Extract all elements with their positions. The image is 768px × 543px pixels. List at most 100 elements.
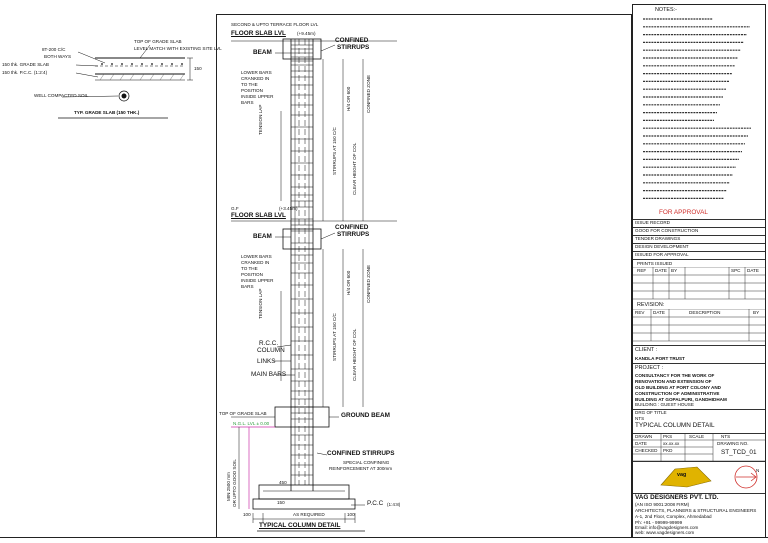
top-floor-slab-label: FLOOR SLAB LVL xyxy=(231,30,286,37)
north-arrow-icon xyxy=(734,465,758,489)
issue-record-row: TENDER DRAWINGS xyxy=(635,236,681,241)
firm-logo xyxy=(660,466,712,488)
prints-header-ref: REF xyxy=(637,268,647,273)
main-bars-label: MAIN BARS xyxy=(251,371,287,378)
lower-bars-line: CRANKED IN xyxy=(241,260,270,265)
drawing-scale-label: NTS xyxy=(635,416,645,421)
drawing-number: ST_TCD_01 xyxy=(721,449,757,456)
grade-slab-bars-label: 8T-200 C/C xyxy=(42,47,66,52)
project-line: OLD BUILDING AT PORT COLONY AND xyxy=(635,385,722,390)
meta-date-value: xx.xx.xx xyxy=(663,441,680,446)
confined-label-gf: CONFINED xyxy=(335,224,369,231)
meta-drawing-no-label: DRAWING NO. xyxy=(717,441,749,446)
firm-line-1: ARCHITECTS, PLANNERS & STRUCTURAL ENGINE… xyxy=(635,508,757,513)
project-label: PROJECT : xyxy=(635,365,664,371)
tension-lap-label-top: TENSION LAP xyxy=(258,104,263,135)
revision-header-rev: REV xyxy=(635,310,645,315)
meta-checked-label: CHECKED xyxy=(635,448,658,453)
lower-bars-line: INSIDE UPPER xyxy=(241,94,274,99)
project-building: BUILDING : GUEST HOUSE xyxy=(635,402,694,407)
grade-slab-bars-label-2: BOTH WAYS xyxy=(44,54,72,59)
as-required-label: AS REQUIRED xyxy=(293,512,325,517)
height-note-gf: H/4 OR 600 xyxy=(346,270,351,295)
pcc-mix-label: (1:4:8) xyxy=(387,502,401,507)
column-detail-title: TYPICAL COLUMN DETAIL xyxy=(259,522,341,529)
lower-bars-line: BARS xyxy=(241,100,254,105)
gf-floor-slab-label: FLOOR SLAB LVL xyxy=(231,212,286,219)
dim-150: 150 xyxy=(277,500,285,505)
clear-height-top: CLEAR HEIGHT OF COL xyxy=(352,142,357,195)
revision-header-by: BY xyxy=(753,310,760,315)
rcc-label: R.C.C. xyxy=(259,340,279,347)
title-block: NOTES:- FOR APPROVAL ISSUE RECORD GOOD F… xyxy=(632,4,766,538)
issue-record-row: ISSUED FOR APPROVAL xyxy=(635,252,689,257)
firm-logo-text: vag xyxy=(677,472,687,478)
grade-slab-pcc-label: 150 thk. P.C.C. (1:2:4) xyxy=(2,70,48,75)
firm-line-5: web: www.vagdesigners.com xyxy=(635,530,695,535)
lower-bars-line: LOWER BARS xyxy=(241,254,272,259)
firm-line-3: Ph: +91 - 99999-99999 xyxy=(635,520,683,525)
grade-slab-thickness-label: 150 thk. GRADE SLAB xyxy=(2,62,49,67)
stirrups-label-gf: STIRRUPS xyxy=(337,231,370,238)
column-detail-drawing xyxy=(231,38,397,532)
firm-line-4: Email: info@vagdesigners.com xyxy=(635,525,699,530)
confined-stirrups-bottom: CONFINED STIRRUPS xyxy=(327,450,395,457)
stirrups-spacing-top: STIRRUPS AT 150 C/C xyxy=(332,127,337,175)
notes-heading: NOTES:- xyxy=(655,7,677,13)
column-detail-panel: SECOND & UPTO TERRACE FLOOR LVL FLOOR SL… xyxy=(216,14,632,538)
prints-header-spc: SPC xyxy=(731,268,741,273)
issue-record-section: ISSUE RECORD GOOD FOR CONSTRUCTION TENDE… xyxy=(633,219,765,269)
lower-bars-line: BARS xyxy=(241,284,254,289)
beam-label-top: BEAM xyxy=(253,49,272,56)
links-label: LINKS xyxy=(257,358,276,365)
clear-height-gf: CLEAR HEIGHT OF COL xyxy=(352,328,357,381)
revision-heading: REVISION: xyxy=(637,302,665,308)
client-name: KANDLA PORT TRUST xyxy=(635,356,685,361)
lower-bars-line: TO THE xyxy=(241,82,258,87)
project-line: CONSULTANCY FOR THE WORK OF xyxy=(635,373,715,378)
issue-record-row: GOOD FOR CONSTRUCTION xyxy=(635,228,699,233)
grade-slab-title: TYP. GRADE SLAB (150 THK.) xyxy=(74,110,140,115)
confined-label-top: CONFINED xyxy=(335,37,369,44)
height-note-top: H/4 OR 600 xyxy=(346,86,351,111)
firm-line-2: A-1, 2nd Floor, Complex, Ahmedabad xyxy=(635,514,712,519)
drawing-of-label: DRG OF TITLE xyxy=(635,410,667,415)
drawing-title: TYPICAL COLUMN DETAIL xyxy=(635,422,715,429)
notes-section: NOTES:- FOR APPROVAL xyxy=(633,5,765,216)
stirrups-label-top: STIRRUPS xyxy=(337,44,370,51)
stirrups-spacing-gf: STIRRUPS AT 150 C/C xyxy=(332,313,337,361)
beam-label-gf: BEAM xyxy=(253,233,272,240)
firm-name: VAG DESIGNERS PVT. LTD. xyxy=(635,494,719,501)
min-depth-label: MIN 2500 mm xyxy=(226,472,231,501)
special-confining-label: SPECIAL CONFINING xyxy=(343,460,390,465)
firm-tagline: (AN ISO 9001:2008 FIRM) xyxy=(635,502,690,507)
gf-floor-slab-value: (+3.45m) xyxy=(279,206,298,211)
revision-grid xyxy=(633,309,765,342)
prints-header-date-2: DATE xyxy=(747,268,759,273)
top-level-label: SECOND & UPTO TERRACE FLOOR LVL xyxy=(231,22,319,27)
grade-slab-soil-label: WELL COMPACTED SOIL xyxy=(34,93,89,98)
prints-header-by: BY xyxy=(671,268,678,273)
issue-record-row: DESIGN DEVELOPMENT xyxy=(635,244,689,249)
column-label: COLUMN xyxy=(257,347,285,354)
meta-drawn-label: DRAWN xyxy=(635,434,653,439)
grade-slab-level-label: LEVEL MATCH WITH EXISTING SITE LVL xyxy=(134,46,222,51)
meta-drawn-value: PKS xyxy=(663,434,673,439)
lower-bars-line: POSITION xyxy=(241,88,263,93)
gf-label: G.F xyxy=(231,206,239,211)
north-label: N xyxy=(756,468,760,473)
reinforcement-label: REINFORCEMENT AT 300mm xyxy=(329,466,393,471)
meta-date-label: DATE xyxy=(635,441,647,446)
grade-slab-detail: TOP OF GRADE SLAB LEVEL MATCH WITH EXIST… xyxy=(0,18,222,140)
notes-text-block xyxy=(643,18,751,199)
meta-scale-label: SCALE xyxy=(689,434,705,439)
grade-slab-drawing xyxy=(58,44,193,119)
drawing-meta-grid xyxy=(633,433,765,461)
tension-lap-label-gf: TENSION LAP xyxy=(258,288,263,319)
prints-issued-label: PRINTS ISSUED xyxy=(637,261,673,266)
project-line: BUILDING AT GOPALPURI, GANDHIDHAM xyxy=(635,397,727,402)
client-label: CLIENT : xyxy=(635,347,658,353)
ngl-label: N.G.L. LVL ± 0.00 xyxy=(233,421,270,426)
lower-bars-line: LOWER BARS xyxy=(241,70,272,75)
prints-grid xyxy=(633,267,765,300)
